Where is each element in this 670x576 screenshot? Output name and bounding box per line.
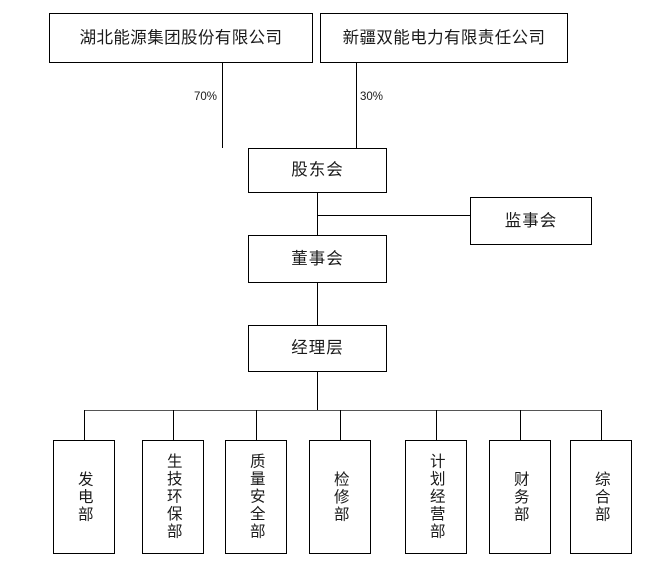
ownership-label-70: 70% [193,91,217,103]
node-label: 经理层 [291,338,344,358]
connector-shareholders-meeting-to-board [317,193,318,235]
node-board-of-supervisors[interactable]: 监事会 [470,197,592,245]
connector-bus-to-dept-7 [601,410,602,440]
node-management-layer[interactable]: 经理层 [248,325,387,372]
node-dept-production-tech-environmental[interactable]: 生技环保部 [142,440,204,554]
node-shareholder-xinjiang-shuangneng[interactable]: 新疆双能电力有限责任公司 [320,13,568,63]
connector-spine-to-supervisors [317,215,470,216]
department-bus-line [84,410,602,411]
node-dept-power-generation[interactable]: 发电部 [53,440,115,554]
node-board-of-directors[interactable]: 董事会 [248,235,387,283]
node-dept-maintenance[interactable]: 检修部 [309,440,371,554]
connector-bus-to-dept-2 [173,410,174,440]
node-label: 董事会 [291,248,344,268]
node-shareholders-meeting[interactable]: 股东会 [248,148,387,193]
connector-parent-b-to-shareholders-meeting [356,63,357,148]
node-label: 综合部 [592,470,610,524]
node-label: 股东会 [291,160,344,180]
node-dept-general-affairs[interactable]: 综合部 [570,440,632,554]
node-label: 发电部 [75,470,93,524]
connector-board-to-management [317,283,318,325]
node-dept-quality-safety[interactable]: 质量安全部 [225,440,287,554]
node-dept-finance[interactable]: 财务部 [489,440,551,554]
node-label: 新疆双能电力有限责任公司 [342,27,546,47]
node-label: 监事会 [504,210,558,230]
connector-bus-to-dept-5 [436,410,437,440]
connector-bus-to-dept-6 [520,410,521,440]
connector-bus-to-dept-3 [256,410,257,440]
node-label: 生技环保部 [164,453,182,541]
connector-bus-to-dept-1 [84,410,85,440]
node-label: 湖北能源集团股份有限公司 [79,27,283,47]
connector-bus-to-dept-4 [340,410,341,440]
node-label: 计划经营部 [427,453,445,541]
connector-management-to-bus [317,372,318,410]
node-label: 检修部 [331,470,349,524]
node-shareholder-hubei-energy[interactable]: 湖北能源集团股份有限公司 [49,13,313,63]
node-label: 财务部 [511,470,529,524]
node-label: 质量安全部 [247,453,265,541]
connector-parent-a-to-shareholders-meeting [222,63,223,148]
node-dept-planning-operations[interactable]: 计划经营部 [405,440,467,554]
ownership-label-30: 30% [360,91,384,103]
